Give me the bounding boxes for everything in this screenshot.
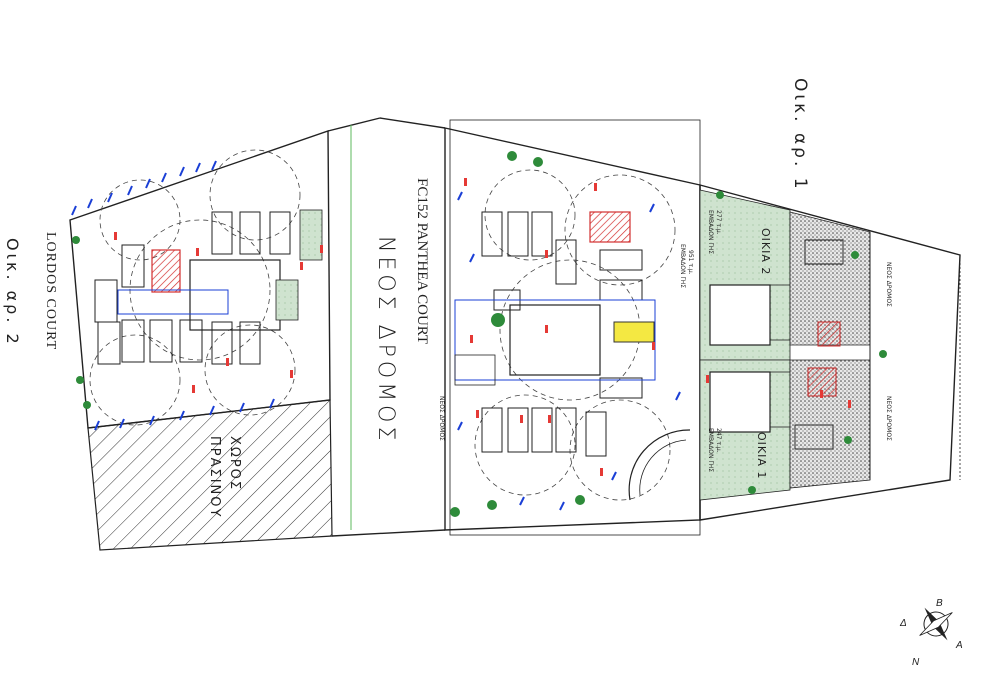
compass-south-label: B <box>936 598 943 609</box>
panthea-area-value: 951 τ.μ. <box>687 250 694 275</box>
lordos-green-strip <box>299 209 323 261</box>
house-2-car <box>804 239 844 265</box>
lordos-court-label: LORDOS COURT <box>43 232 58 351</box>
house-2-label: ΟΙΚΙΑ 2 <box>759 228 772 276</box>
houses-red-markers <box>706 375 851 408</box>
panthea-red-markers <box>464 178 655 476</box>
house-1-car <box>794 424 834 450</box>
plot-1-label: Οικ. αρ. 1 <box>790 78 810 192</box>
new-road-small-right-top-label: ΝΕΟΣ ΔΡΟΜΟΣ <box>885 262 892 307</box>
panthea-area-caption: ΕΜΒΑΔΟΝ ΓΗΣ <box>679 244 686 289</box>
lordos-red-markers <box>114 232 323 393</box>
green-space-label: ΧΩΡΟΣ ΠΡΑΣΙΝΟΥ <box>207 436 242 519</box>
panthea-outer-frame <box>449 119 701 536</box>
lordos-green-strip-2 <box>275 279 299 321</box>
plot-2-label: Οικ. αρ. 2 <box>3 238 22 347</box>
compass-north-label: N <box>912 657 920 668</box>
panthea-court-plot <box>444 119 701 536</box>
compass-west-label: Δ <box>899 618 907 629</box>
lordos-core-blue <box>117 289 229 315</box>
houses-plot <box>699 184 961 521</box>
panthea-stairs <box>454 354 496 386</box>
panthea-core <box>509 304 601 376</box>
houses-trees <box>716 191 887 494</box>
lordos-parking-bays <box>94 211 291 365</box>
new-road <box>327 117 446 537</box>
lordos-court-plot <box>69 130 333 551</box>
lordos-core <box>189 259 281 331</box>
panthea-core-blue <box>454 299 656 381</box>
house-1-area-value: 247 τ.μ. <box>715 428 722 453</box>
panthea-court-boundary <box>444 127 701 531</box>
house-1-block <box>709 371 771 433</box>
panthea-parking-bays <box>481 211 643 457</box>
panthea-ramp <box>628 429 691 501</box>
house-1-label: ΟΙΚΙΑ 1 <box>755 432 768 480</box>
lordos-trees <box>72 236 91 409</box>
lordos-blue-markers <box>71 160 275 431</box>
new-road-small-right-bottom-label: ΝΕΟΣ ΔΡΟΜΟΣ <box>885 396 892 441</box>
house-1-area-caption: ΕΜΒΑΔΟΝ ΓΗΣ <box>707 428 714 473</box>
panthea-trees <box>450 151 585 517</box>
panthea-court-label: FC152 PANTHEA COURT <box>414 178 430 345</box>
panthea-yellow-bay <box>613 321 655 343</box>
new-road-main-label: ΝΕΟΣ ΔΡΟΜΟΣ <box>373 236 398 445</box>
panthea-blue-markers <box>457 191 681 511</box>
compass-rose <box>919 607 953 641</box>
house-2-area-caption: ΕΜΒΑΔΟΝ ΓΗΣ <box>707 210 714 255</box>
house-2-red-bay <box>817 321 841 347</box>
lordos-red-bay <box>151 249 181 293</box>
compass-east-label: A <box>955 640 963 651</box>
house-2-block <box>709 284 771 346</box>
panthea-ramp-inner <box>639 439 687 496</box>
new-road-small-left-label: ΝΕΟΣ ΔΡΟΜΟΣ <box>438 396 445 441</box>
panthea-red-bay <box>589 211 631 243</box>
house-2-area-value: 277 τ.μ. <box>715 210 722 235</box>
